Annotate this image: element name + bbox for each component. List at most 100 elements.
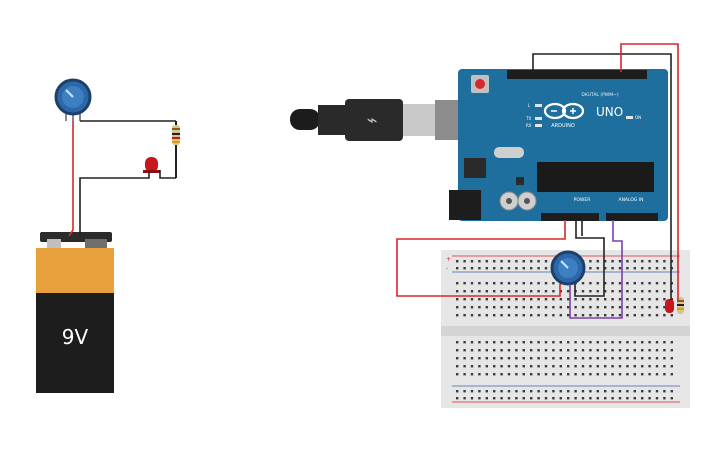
breadboard-hole[interactable] — [641, 373, 644, 376]
breadboard-hole[interactable] — [559, 349, 562, 352]
breadboard-hole[interactable] — [589, 365, 592, 368]
breadboard-hole[interactable] — [530, 349, 533, 352]
breadboard-hole[interactable] — [596, 397, 599, 400]
breadboard-hole[interactable] — [530, 365, 533, 368]
breadboard-hole[interactable] — [552, 314, 555, 317]
breadboard-hole[interactable] — [493, 365, 496, 368]
breadboard-hole[interactable] — [581, 290, 585, 293]
breadboard-hole[interactable] — [641, 349, 644, 352]
breadboard-hole[interactable] — [589, 306, 592, 309]
breadboard-hole[interactable] — [648, 314, 651, 317]
breadboard-hole[interactable] — [655, 314, 659, 317]
breadboard-hole[interactable] — [530, 267, 533, 270]
breadboard-hole[interactable] — [552, 357, 555, 360]
breadboard-hole[interactable] — [470, 260, 474, 263]
breadboard-hole[interactable] — [530, 357, 533, 360]
breadboard-hole[interactable] — [589, 341, 592, 344]
breadboard-hole[interactable] — [641, 290, 644, 293]
breadboard-hole[interactable] — [530, 282, 533, 285]
breadboard-hole[interactable] — [500, 290, 503, 293]
breadboard-hole[interactable] — [663, 306, 666, 309]
breadboard-hole[interactable] — [530, 260, 533, 263]
breadboard-hole[interactable] — [633, 373, 636, 376]
breadboard-hole[interactable] — [522, 373, 525, 376]
potentiometer-breadboard[interactable] — [550, 250, 586, 286]
breadboard-hole[interactable] — [611, 314, 614, 317]
breadboard-hole[interactable] — [537, 349, 540, 352]
breadboard-hole[interactable] — [611, 341, 614, 344]
breadboard-hole[interactable] — [596, 349, 599, 352]
breadboard-hole[interactable] — [618, 349, 622, 352]
breadboard-hole[interactable] — [648, 290, 651, 293]
breadboard-hole[interactable] — [559, 390, 562, 393]
breadboard-hole[interactable] — [559, 298, 562, 301]
breadboard-hole[interactable] — [567, 365, 570, 368]
breadboard-hole[interactable] — [507, 298, 511, 301]
breadboard-hole[interactable] — [663, 298, 666, 301]
breadboard-hole[interactable] — [493, 290, 496, 293]
breadboard-hole[interactable] — [500, 397, 503, 400]
breadboard-hole[interactable] — [470, 341, 474, 344]
breadboard-hole[interactable] — [633, 260, 636, 263]
breadboard-hole[interactable] — [456, 314, 459, 317]
breadboard-hole[interactable] — [574, 357, 577, 360]
breadboard-hole[interactable] — [463, 373, 466, 376]
breadboard-hole[interactable] — [670, 373, 673, 376]
breadboard-hole[interactable] — [530, 290, 533, 293]
breadboard-hole[interactable] — [596, 260, 599, 263]
breadboard-hole[interactable] — [581, 365, 585, 368]
breadboard-hole[interactable] — [648, 298, 651, 301]
breadboard-hole[interactable] — [544, 306, 548, 309]
breadboard-hole[interactable] — [478, 298, 481, 301]
breadboard-hole[interactable] — [537, 298, 540, 301]
breadboard-hole[interactable] — [507, 290, 511, 293]
breadboard-hole[interactable] — [463, 306, 466, 309]
breadboard-hole[interactable] — [522, 397, 525, 400]
breadboard-hole[interactable] — [663, 397, 666, 400]
breadboard-hole[interactable] — [596, 306, 599, 309]
breadboard-hole[interactable] — [552, 306, 555, 309]
breadboard-hole[interactable] — [500, 357, 503, 360]
breadboard-hole[interactable] — [567, 314, 570, 317]
breadboard-hole[interactable] — [507, 349, 511, 352]
breadboard-hole[interactable] — [515, 390, 518, 393]
breadboard-hole[interactable] — [485, 267, 488, 270]
breadboard-hole[interactable] — [463, 267, 466, 270]
breadboard-hole[interactable] — [485, 282, 488, 285]
breadboard-hole[interactable] — [478, 357, 481, 360]
breadboard-hole[interactable] — [493, 314, 496, 317]
breadboard-hole[interactable] — [530, 390, 533, 393]
breadboard-hole[interactable] — [500, 267, 503, 270]
breadboard-hole[interactable] — [485, 373, 488, 376]
breadboard-hole[interactable] — [618, 397, 622, 400]
breadboard-hole[interactable] — [633, 357, 636, 360]
breadboard-hole[interactable] — [470, 267, 474, 270]
breadboard-hole[interactable] — [507, 390, 511, 393]
breadboard-hole[interactable] — [648, 341, 651, 344]
breadboard-hole[interactable] — [641, 314, 644, 317]
breadboard-hole[interactable] — [655, 373, 659, 376]
potentiometer-left[interactable] — [54, 78, 92, 121]
breadboard-hole[interactable] — [507, 397, 511, 400]
breadboard-hole[interactable] — [507, 365, 511, 368]
breadboard-hole[interactable] — [478, 397, 481, 400]
breadboard-hole[interactable] — [544, 260, 548, 263]
breadboard-hole[interactable] — [618, 390, 622, 393]
arduino-uno[interactable]: DIGITAL (PWM~) ARDUINO UNO L TX RX ON — [449, 69, 668, 221]
breadboard-hole[interactable] — [633, 365, 636, 368]
breadboard-hole[interactable] — [544, 314, 548, 317]
breadboard-hole[interactable] — [470, 357, 474, 360]
breadboard-hole[interactable] — [626, 314, 629, 317]
breadboard-hole[interactable] — [596, 390, 599, 393]
breadboard-hole[interactable] — [641, 260, 644, 263]
led-breadboard[interactable] — [665, 299, 674, 313]
breadboard-hole[interactable] — [567, 306, 570, 309]
breadboard-hole[interactable] — [470, 314, 474, 317]
breadboard-hole[interactable] — [663, 260, 666, 263]
breadboard-hole[interactable] — [574, 373, 577, 376]
breadboard-hole[interactable] — [537, 357, 540, 360]
power-jack[interactable] — [449, 190, 481, 220]
breadboard-hole[interactable] — [522, 260, 525, 263]
breadboard-hole[interactable] — [515, 373, 518, 376]
breadboard-hole[interactable] — [655, 365, 659, 368]
